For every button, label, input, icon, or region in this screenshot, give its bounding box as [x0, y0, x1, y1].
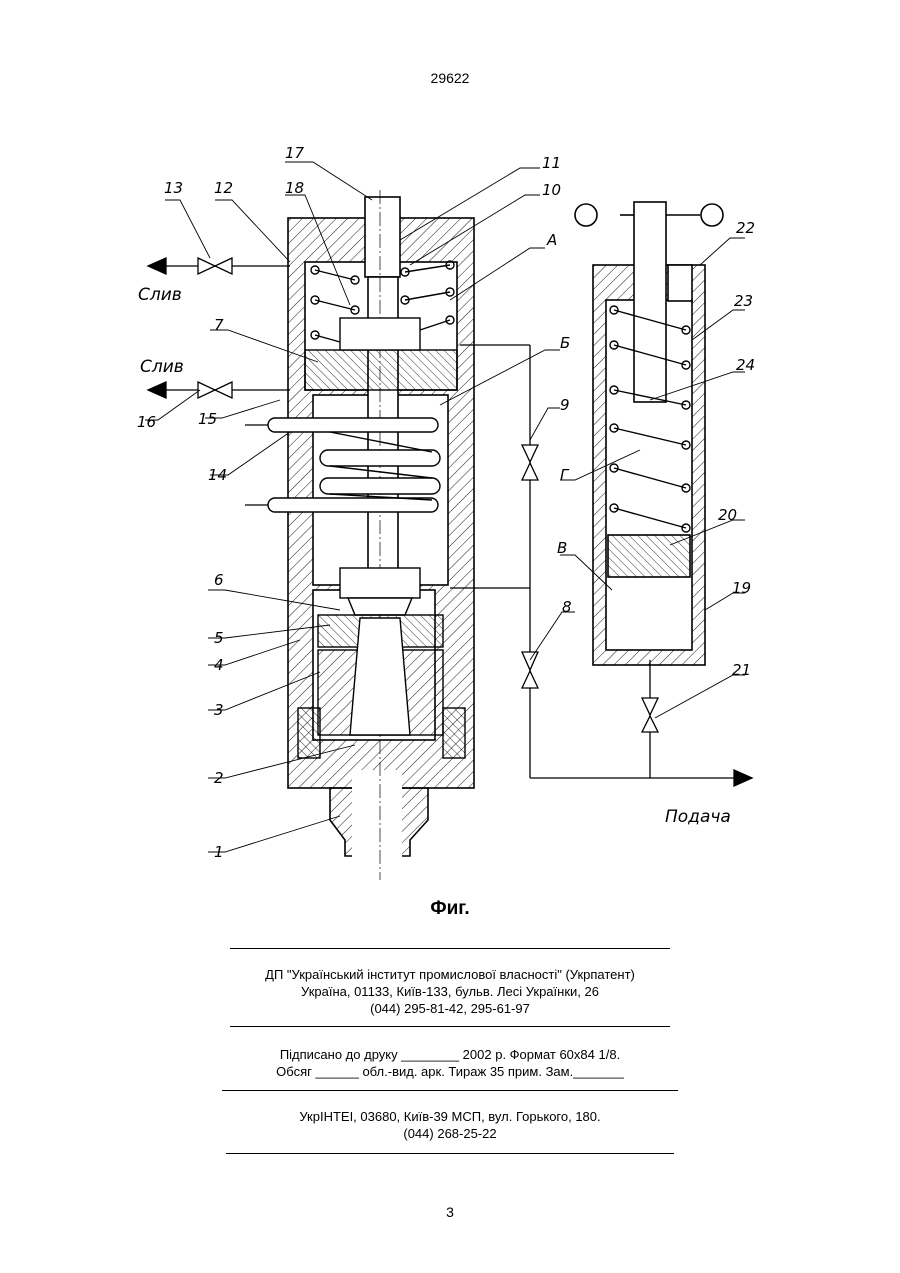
label-chamber-a: А [546, 231, 557, 249]
label-9: 9 [560, 396, 570, 414]
label-19: 19 [732, 579, 751, 597]
publisher-line-3: (044) 295-81-42, 295-61-97 [0, 1000, 900, 1017]
label-24: 24 [736, 356, 755, 374]
supply-label: Подача [665, 807, 731, 827]
label-16: 16 [137, 413, 156, 431]
printer-line-2: (044) 268-25-22 [0, 1125, 900, 1142]
label-8: 8 [562, 598, 572, 616]
label-18: 18 [285, 179, 304, 197]
label-4: 4 [214, 656, 224, 674]
print-info-line-2: Обсяг ______ обл.-вид. арк. Тираж 35 при… [0, 1063, 900, 1080]
label-1: 1 [214, 843, 224, 861]
label-2: 2 [214, 769, 224, 787]
patent-number: 29622 [0, 70, 900, 86]
label-10: 10 [542, 181, 561, 199]
drawing-svg: 1 2 3 4 5 6 7 8 9 10 11 12 13 14 15 16 1… [130, 135, 780, 890]
drain-label-upper: Слив [138, 285, 182, 305]
label-3: 3 [214, 701, 224, 719]
label-22: 22 [736, 219, 755, 237]
label-12: 12 [214, 179, 233, 197]
print-info-block: Підписано до друку ________ 2002 р. Форм… [0, 1046, 900, 1080]
publisher-line-1: ДП "Український інститут промислової вла… [0, 966, 900, 983]
figure-caption: Фиг. [0, 898, 900, 920]
accumulator-19 [575, 202, 723, 665]
label-5: 5 [214, 629, 224, 647]
label-chamber-g: Г [560, 466, 570, 484]
label-23: 23 [734, 292, 753, 310]
publisher-block: ДП "Український інститут промислової вла… [0, 966, 900, 1017]
page-number: 3 [0, 1204, 900, 1220]
label-6: 6 [214, 571, 224, 589]
technical-drawing: 1 2 3 4 5 6 7 8 9 10 11 12 13 14 15 16 1… [130, 135, 780, 890]
publisher-line-2: Україна, 01133, Київ-133, бульв. Лесі Ук… [0, 983, 900, 1000]
label-13: 13 [164, 179, 183, 197]
drain-label-lower: Слив [140, 357, 184, 377]
print-info-line-1: Підписано до друку ________ 2002 р. Форм… [0, 1046, 900, 1063]
label-11: 11 [542, 154, 561, 172]
label-17: 17 [285, 144, 305, 162]
divider [226, 1153, 674, 1154]
label-14: 14 [208, 466, 227, 484]
label-15: 15 [198, 410, 217, 428]
label-20: 20 [718, 506, 737, 524]
label-21: 21 [732, 661, 751, 679]
label-7: 7 [214, 316, 224, 334]
label-chamber-b: Б [560, 334, 570, 352]
divider [230, 948, 670, 949]
divider [222, 1090, 678, 1091]
label-chamber-v: В [557, 539, 567, 557]
divider [230, 1026, 670, 1027]
printer-line-1: УкрІНТЕІ, 03680, Київ-39 МСП, вул. Горьк… [0, 1108, 900, 1125]
printer-block: УкрІНТЕІ, 03680, Київ-39 МСП, вул. Горьк… [0, 1108, 900, 1142]
